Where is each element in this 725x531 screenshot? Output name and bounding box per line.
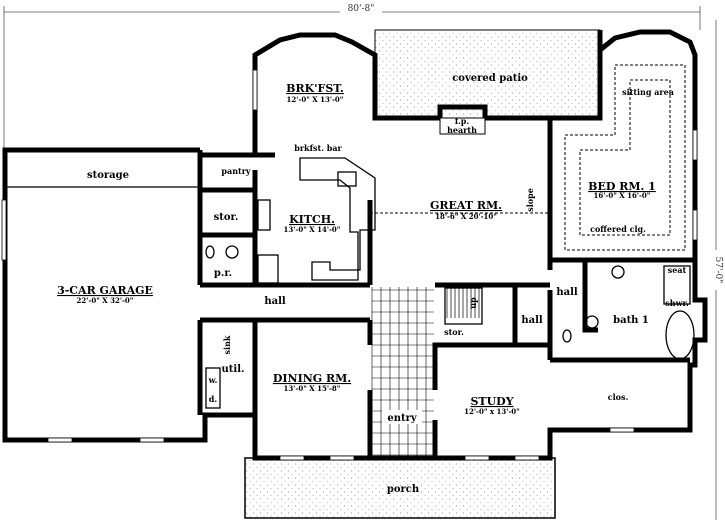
covered-patio-label: covered patio — [452, 73, 528, 84]
windows — [1, 69, 698, 461]
study-label: STUDY — [470, 395, 513, 408]
dryer-label: d. — [209, 394, 218, 404]
bath-sink-icon — [585, 315, 599, 329]
utility-label: util. — [222, 364, 245, 375]
breakfast-bar-label: brkfst. bar — [294, 143, 342, 153]
breakfast-label: BRK'FST. — [286, 82, 344, 95]
kitchen-sink-icon — [337, 171, 357, 187]
storage-label: storage — [87, 170, 129, 181]
range-icon — [257, 199, 271, 231]
sink-label: sink — [222, 335, 232, 354]
hall-label: hall — [556, 287, 578, 298]
breakfast-size: 12'-0" X 13'-0" — [287, 95, 344, 104]
hearth-label: hearth — [447, 125, 477, 135]
dining-label: DINING RM. — [273, 372, 351, 385]
walls — [2, 29, 708, 461]
refrigerator-icon — [257, 254, 279, 284]
sitting-area-label: sitting area — [622, 87, 674, 97]
dimension-depth: 57'-0" — [709, 20, 723, 520]
kitchen-label: KITCH. — [289, 213, 335, 226]
toilet-icon — [205, 245, 215, 259]
stair-storage-label: stor. — [444, 327, 464, 337]
coffered-ceiling-label: coffered clg. — [590, 224, 646, 234]
toilet-icon — [562, 329, 572, 343]
shower-icon — [663, 265, 691, 305]
shower-label: shwr. — [665, 298, 689, 308]
hall-label: hall — [264, 296, 286, 307]
stair-treads — [446, 288, 480, 318]
washer-label: w. — [208, 375, 218, 385]
dining-size: 13'-0" X 15'-8" — [284, 384, 341, 393]
entry-tile-floor — [371, 287, 434, 456]
garage-size: 22'-0" X 32'-0" — [77, 296, 134, 305]
bath-sink-icon — [611, 265, 625, 279]
kitchen-size: 13'-0" X 14'-0" — [284, 225, 341, 234]
width-label: 80'-8" — [348, 4, 375, 14]
room-labels: storage 3-CAR GARAGE 22'-0" X 32'-0" pan… — [57, 73, 689, 495]
entry-label: entry — [387, 413, 418, 424]
slope-label: slope — [525, 188, 535, 212]
depth-label: 57'-0" — [713, 257, 723, 284]
staircase — [444, 287, 483, 325]
covered-patio — [374, 29, 601, 119]
hall-label: hall — [521, 315, 543, 326]
pantry-label: pantry — [221, 166, 251, 176]
bathtub-icon — [665, 310, 695, 360]
fireplace-label: f.p. — [455, 116, 470, 126]
porch-label: porch — [387, 484, 420, 495]
powder-sink-icon — [225, 245, 239, 259]
study-size: 12'-0" x 13'-0" — [464, 407, 520, 416]
garage-label: 3-CAR GARAGE — [57, 284, 153, 297]
bath1-label: bath 1 — [613, 315, 649, 326]
bedroom1-size: 16'-0" X 16'-0" — [594, 191, 651, 200]
porch — [244, 457, 556, 519]
powder-room-label: p.r. — [214, 268, 232, 279]
closet-label: clos. — [608, 392, 629, 402]
stor-label: stor. — [214, 212, 239, 223]
great-room-size: 18'-6" X 20'-10" — [435, 212, 497, 221]
washer-dryer-icon — [205, 367, 221, 409]
stairs-up-label: up — [468, 297, 478, 309]
bedroom1-label: BED RM. 1 — [588, 180, 656, 193]
dimension-width: 80'-8" — [3, 3, 701, 150]
seat-label: seat — [668, 265, 687, 275]
great-room-label: GREAT RM. — [430, 199, 502, 212]
coffered-ceiling — [564, 64, 686, 251]
